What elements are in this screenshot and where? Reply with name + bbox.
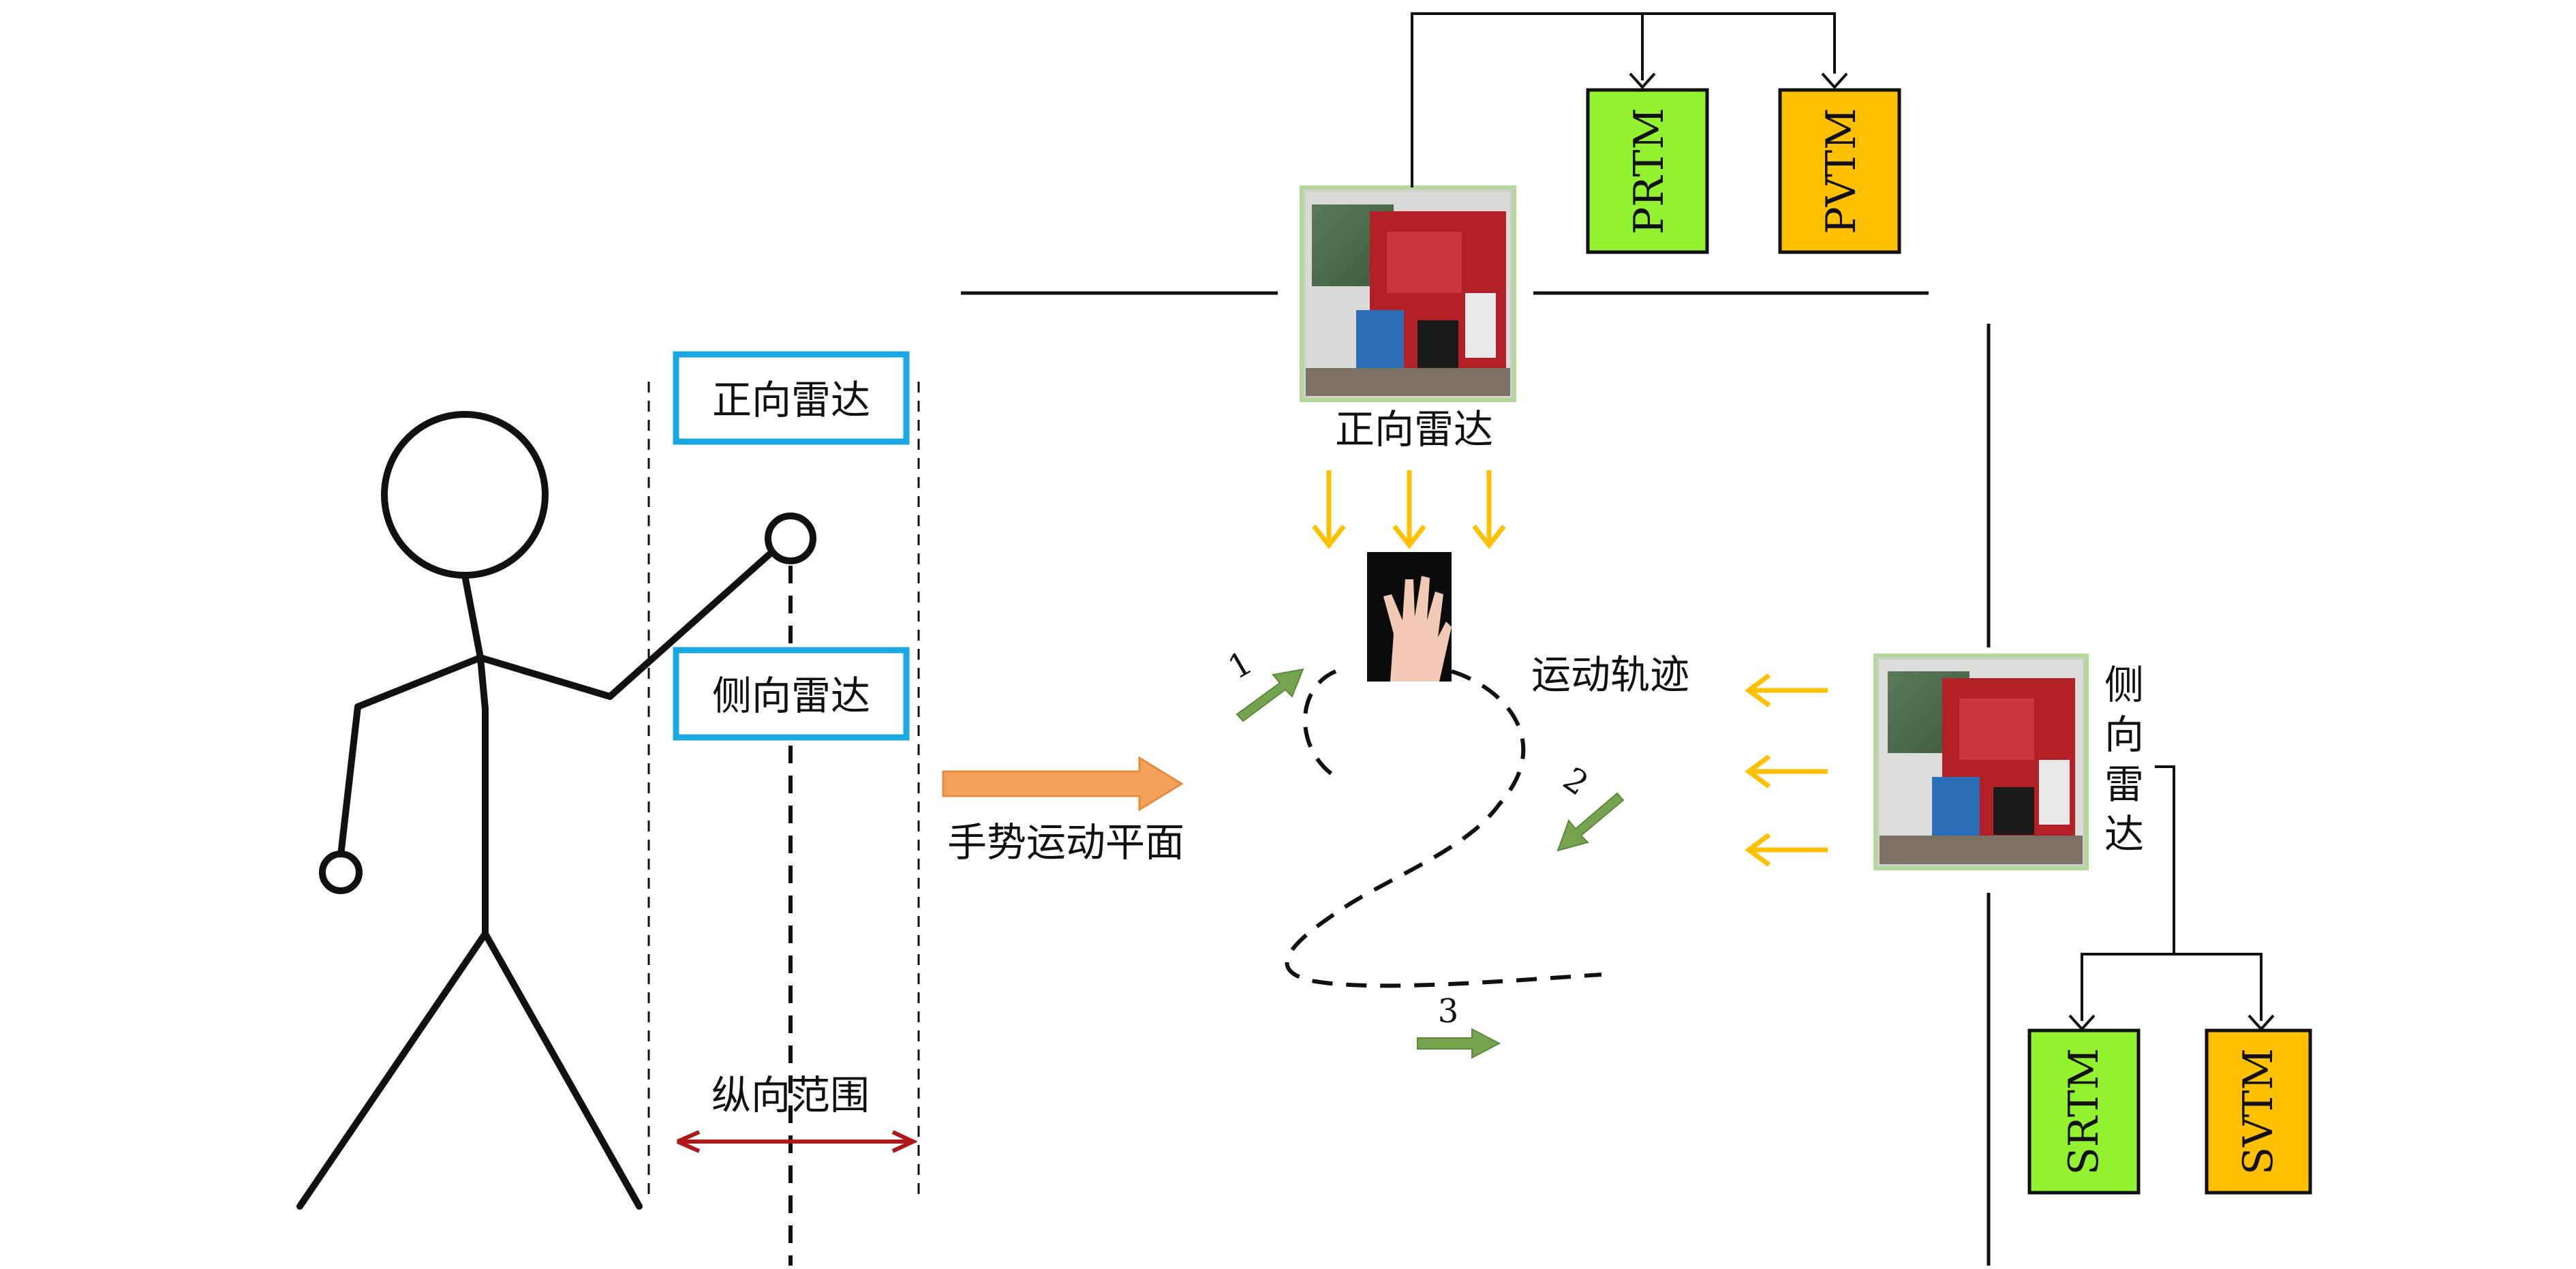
- side-radar-label: 侧向雷达: [712, 673, 870, 719]
- side-radar-label-box: 侧向雷达: [673, 647, 910, 741]
- side-radar-caption-char: 侧: [2104, 662, 2144, 708]
- module-svtm-label: SVTM: [2235, 1048, 2282, 1175]
- front-radar-wiring: [1411, 12, 1836, 187]
- front-radar-label: 正向雷达: [712, 377, 870, 423]
- module-prtm: PRTM: [1586, 88, 1709, 254]
- side-radar-wiring: [2081, 765, 2263, 1021]
- front-radar-caption: 正向雷达: [1335, 406, 1493, 453]
- trajectory-step-1: 1: [1222, 643, 1304, 722]
- front-radar-beams: [1312, 470, 1506, 549]
- stick-figure-icon: [296, 411, 816, 1210]
- module-pvtm: PVTM: [1778, 88, 1901, 254]
- motion-trajectory: 运动轨迹 1 2 3: [1222, 643, 1689, 1059]
- side-radar-assembly: 侧 向 雷 达 SRTM SVTM: [1745, 324, 2312, 1266]
- step-2-label: 2: [1557, 760, 1595, 803]
- module-prtm-label: PRTM: [1625, 108, 1673, 234]
- hand-photo: [1367, 552, 1452, 682]
- front-radar-photo: [1300, 185, 1516, 402]
- side-radar-caption-char: 向: [2104, 712, 2144, 758]
- side-radar-photo: [1873, 654, 2089, 870]
- side-radar-caption: 侧 向 雷 达: [2104, 662, 2144, 857]
- trajectory-step-2: 2: [1557, 760, 1625, 852]
- range-label: 纵向范围: [711, 1072, 870, 1118]
- gesture-plane-arrow: 手势运动平面: [942, 756, 1184, 866]
- trajectory-label: 运动轨迹: [1531, 652, 1689, 698]
- side-radar-caption-char: 雷: [2104, 761, 2144, 808]
- trajectory-path: [1285, 669, 1602, 988]
- module-srtm: SRTM: [2027, 1028, 2141, 1195]
- module-srtm-label: SRTM: [2060, 1048, 2108, 1176]
- front-radar-label-box: 正向雷达: [673, 351, 910, 445]
- step-3-label: 3: [1438, 992, 1459, 1030]
- front-radar-assembly: 正向雷达 PRTM PVTM: [961, 12, 1929, 549]
- step-1-label: 1: [1222, 643, 1259, 687]
- plane-label: 手势运动平面: [947, 819, 1184, 866]
- range-guides: [647, 382, 920, 1266]
- side-radar-caption-char: 达: [2104, 811, 2144, 857]
- module-pvtm-label: PVTM: [1818, 108, 1865, 234]
- trajectory-step-3: 3: [1417, 992, 1501, 1059]
- side-radar-beams: [1745, 673, 1828, 867]
- longitudinal-range: 纵向范围: [676, 1072, 913, 1153]
- module-svtm: SVTM: [2205, 1028, 2312, 1195]
